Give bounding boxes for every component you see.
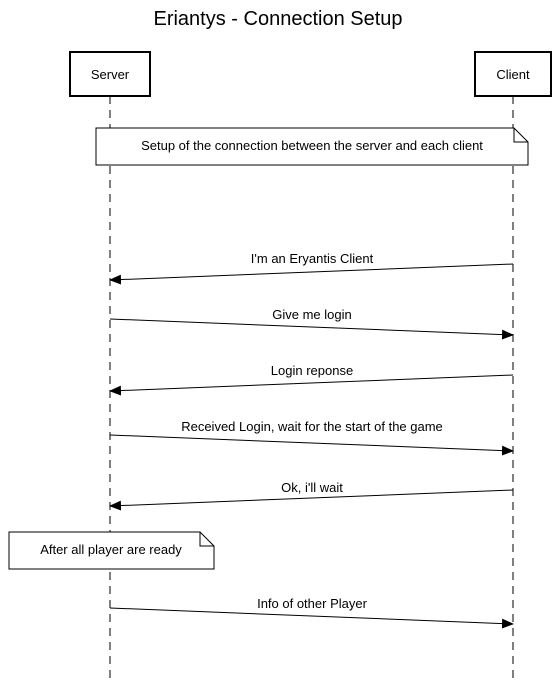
message-label: Login reponse [271,363,353,378]
message-label: Give me login [272,307,351,322]
ready-note-text: After all player are ready [40,542,182,557]
message-label: Info of other Player [257,596,368,611]
message-label: Ok, i'll wait [281,480,343,495]
message-arrow [109,374,514,396]
message-arrow [109,318,514,340]
message-4: Received Login, wait for the start of th… [109,419,514,456]
message-3: Login reponse [109,363,514,396]
message-arrow [109,263,514,285]
server-actor: Server [69,51,151,97]
setup-note-text: Setup of the connection between the serv… [141,138,483,153]
diagram-title: Eriantys - Connection Setup [153,8,402,30]
message-label: Received Login, wait for the start of th… [181,419,443,434]
message-2: Give me login [109,307,514,340]
client-actor: Client [474,51,552,97]
message-5: Ok, i'll wait [109,480,514,511]
message-arrow [109,434,514,456]
message-arrow [109,607,514,629]
message-1: I'm an Eryantis Client [109,251,514,285]
ready-note: After all player are ready [8,531,215,570]
client-actor-label: Client [496,67,530,82]
message-arrow [109,489,514,511]
server-actor-label: Server [91,67,130,82]
message-6: Info of other Player [109,596,514,629]
setup-note: Setup of the connection between the serv… [95,127,529,166]
message-label: I'm an Eryantis Client [251,251,374,266]
